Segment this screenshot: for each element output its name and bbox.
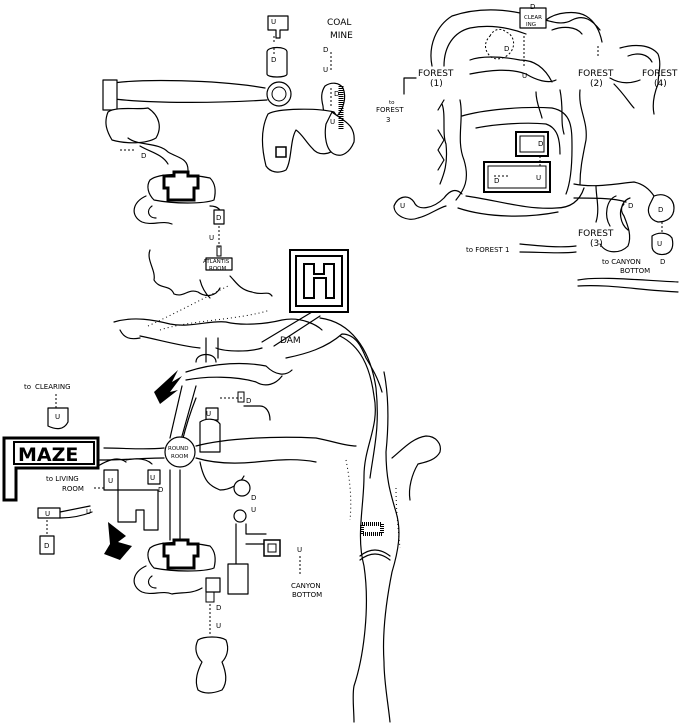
coal-mine-label-1: COAL [327, 18, 351, 28]
maze-label: MAZE [18, 444, 78, 466]
dir-up: U [216, 622, 221, 630]
dir-down: D [538, 140, 543, 148]
dir-down: D [271, 56, 276, 64]
clearing-label-1: CLEAR [524, 15, 542, 21]
dir-up: U [271, 18, 276, 26]
dir-down: D [141, 152, 146, 160]
to-forest-3-label-3: 3 [386, 116, 390, 124]
central-caves: U D ROUND ROOM MAZE to CLEARING U to LIV… [2, 333, 383, 694]
forest-area: D D CLEAR ING U FOREST (1) FOREST (2) FO… [376, 3, 679, 293]
forest-2-label-1: FOREST [578, 69, 614, 79]
round-room-label-1: ROUND [168, 446, 189, 452]
to-living-room-2: ROOM [62, 485, 84, 493]
upper-chamber: D U [133, 170, 225, 257]
dir-down: D [323, 46, 328, 54]
coal-mine-label-2: MINE [330, 31, 353, 41]
to-forest-3-label-1: to [389, 100, 395, 106]
atlantis-room-label-2: ROOM [209, 266, 226, 272]
dir-up: U [536, 174, 541, 182]
atlantis-room-label-1: ATLANTIS [203, 259, 230, 265]
forest-3-label-1: FOREST [578, 229, 614, 239]
dir-down: D [216, 214, 221, 222]
dir-up: U [108, 477, 113, 485]
dir-down: D [660, 258, 665, 266]
to-canyon-bottom-label-2: BOTTOM [620, 267, 650, 275]
dir-up: U [400, 202, 405, 210]
dir-down: D [158, 486, 163, 494]
forest-4-label-1: FOREST [642, 69, 678, 79]
round-room-label-2: ROOM [171, 454, 188, 460]
dam-label: DAM [280, 336, 301, 346]
clearing-label-2: ING [526, 22, 536, 28]
dir-up: U [45, 510, 50, 518]
to-forest-3-label-2: FOREST [376, 106, 404, 114]
to-living-room-1: to LIVING [46, 475, 79, 483]
dir-down: D [494, 177, 499, 185]
to-forest-1-label: to FOREST 1 [466, 246, 509, 254]
dir-up: U [150, 474, 155, 482]
dir-up: U [522, 72, 527, 80]
forest-2-label-2: (2) [590, 79, 603, 89]
dir-up: U [206, 410, 211, 418]
coal-mine-area: COAL MINE U D D U D U D [102, 15, 355, 173]
forest-3-label-2: (3) [590, 239, 603, 249]
dir-down: D [504, 45, 509, 53]
to-clearing-label: CLEARING [35, 383, 71, 391]
dir-down: D [251, 494, 256, 502]
dir-up: U [55, 413, 60, 421]
dir-up: U [86, 508, 91, 516]
reservoir-area: ATLANTIS ROOM [113, 249, 323, 363]
dir-down: D [44, 542, 49, 550]
dir-up: U [330, 118, 335, 126]
canyon-bottom-label-2: BOTTOM [292, 591, 322, 599]
canyon-bottom-label-1: CANYON [291, 582, 321, 590]
dir-down: D [216, 604, 221, 612]
dir-up: U [657, 240, 662, 248]
dir-up: U [251, 506, 256, 514]
dir-up: U [209, 234, 214, 242]
dir-up: U [323, 66, 328, 74]
dir-up: U [297, 546, 302, 554]
dir-down: D [628, 202, 633, 210]
to-canyon-bottom-label-1: to CANYON [602, 258, 641, 266]
dir-down: D [530, 3, 535, 11]
dir-down: D [334, 90, 339, 98]
dir-down: D [246, 397, 251, 405]
dir-down: D [658, 206, 663, 214]
dam-building: DAM [261, 249, 349, 347]
to-clearing-to: to [24, 383, 31, 391]
river [319, 317, 441, 723]
forest-1-label-1: FOREST [418, 69, 454, 79]
forest-1-label-2: (1) [430, 79, 443, 89]
forest-4-label-2: (4) [654, 79, 667, 89]
